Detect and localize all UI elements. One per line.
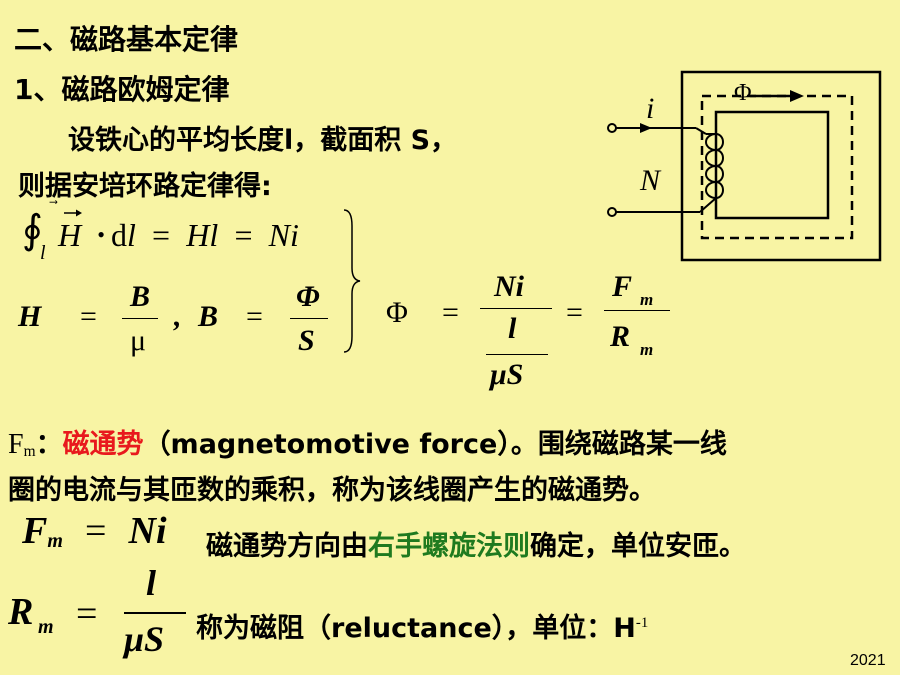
fraction-bar-main [480,308,552,309]
fm-eq-equals: = [85,510,107,552]
eq2-s-denominator: S [298,324,315,357]
ampere-law-equation: ∮ [22,206,43,253]
fm-colon: ： [35,429,63,460]
flux-label-phi: Φ [734,80,752,106]
eq3-equals-2: = [566,296,583,329]
eq2-equals-1: = [80,300,97,333]
eq2-mu-denominator: μ [130,324,147,357]
dot-operator: • [97,222,105,247]
eq3-phi: Φ [386,296,408,329]
ampere-law-terms: H •dl = Hl = Ni [58,216,299,254]
right-brace-icon [343,209,361,353]
fm-definition-line-2: 圈的电流与其匝数的乘积，称为该线圈产生的磁通势。 [8,475,656,506]
equals-sign-2: = [234,217,253,253]
fraction-bar-f-r [604,310,670,311]
fraction-bar-rm [124,612,186,614]
fm-eq-f: F [22,510,48,552]
section-title: 二、磁路基本定律 [14,23,239,56]
eq3-equals-1: = [442,296,459,329]
fm-direction-before: 磁通势方向由 [206,531,368,562]
footer-year: 2021 [850,652,886,669]
rm-eq-subscript: m [38,616,54,638]
ni-term: Ni [268,217,299,253]
intro-line-1: 设铁心的平均长度l，截面积 S， [68,125,458,156]
eq3-f-subscript: m [640,290,654,309]
reluctance-desc: 称为磁阻（reluctance），单位：H [196,613,636,644]
reluctance-text: 称为磁阻（reluctance），单位：H-1 [196,606,648,645]
rm-eq-r: R [8,591,34,633]
vector-arrow-icon [64,209,82,217]
eq3-mus: μS [490,358,524,391]
eq2-b-numerator: B [130,280,151,313]
vec-h: H [58,217,82,253]
fm-label-f: F [8,429,24,460]
fraction-bar-phi-s [290,318,328,319]
right-hand-rule: 右手螺旋法则 [368,531,530,562]
fm-direction-text: 磁通势方向由右手螺旋法则确定，单位安匝。 [206,524,746,563]
term-magnetomotive: 磁通势 [62,429,144,460]
eq2-comma: , [174,300,182,333]
eq2-phi-numerator: Φ [296,280,320,313]
magnetic-circuit-diagram [607,70,882,262]
d-symbol: d [110,217,127,253]
fm-definition-line-1: Fm：磁通势（magnetomotive force）。围绕磁路某一线 [8,422,727,461]
equals-sign-1: = [152,217,171,253]
fm-equation: Fm = Ni [22,508,167,553]
rm-eq-equals: = [76,593,98,635]
hl-term: Hl [186,217,219,253]
subsection-title: 1、磁路欧姆定律 [14,73,230,106]
fm-english-desc: （magnetomotive force）。围绕磁路某一线 [143,429,727,460]
eq2-h: H [18,300,42,333]
fm-eq-ni: Ni [128,510,167,552]
eq2-equals-2: = [246,300,263,333]
l-symbol: l [126,217,136,253]
eq3-l: l [508,312,517,345]
turns-label-n: N [640,164,661,197]
rm-eq-l: l [146,563,157,603]
eq3-r-subscript: m [640,340,654,359]
current-label-i: i [646,92,655,125]
fraction-bar-b-mu [122,318,158,319]
integral-subscript: l [40,242,46,264]
eq2-b: B [198,300,219,333]
fm-label-subscript: m [23,443,36,461]
integral-sign: ∮ [22,207,43,252]
fm-direction-after: 确定，单位安匝。 [530,531,746,562]
fraction-bar-inner [486,354,548,355]
intro-line-2: 则据安培环路定律得: [18,171,272,202]
eq3-ni-numerator: Ni [494,270,524,303]
eq3-f: F [612,270,633,303]
eq3-r: R [610,320,631,353]
fm-eq-subscript: m [47,530,63,552]
rm-eq-mus: μS [124,619,165,659]
reluctance-unit-sup: -1 [635,615,649,631]
